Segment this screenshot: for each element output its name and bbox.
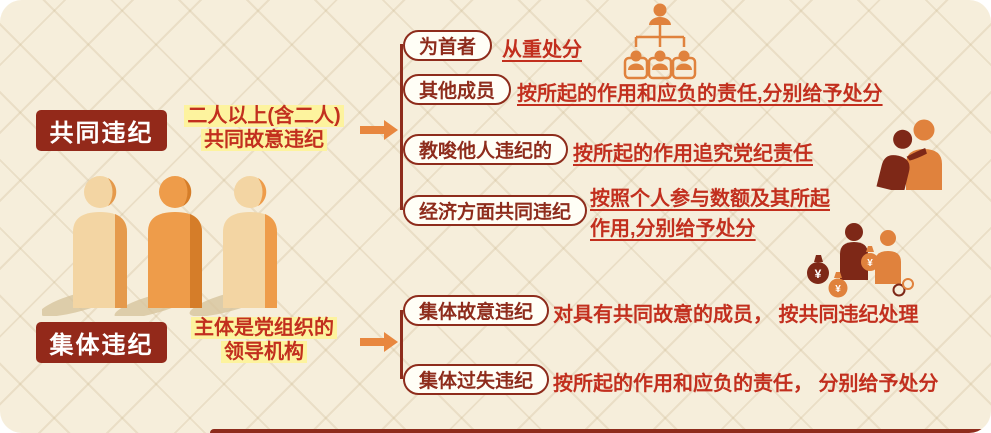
pill-instigator: 教唆他人违纪的 bbox=[403, 134, 569, 165]
joint-violation-note: 二人以上(含二人) 共同故意违纪 bbox=[168, 104, 360, 152]
note-line: 二人以上(含二人) bbox=[184, 105, 344, 127]
arrow-right-icon bbox=[358, 332, 398, 352]
pill-other-members: 其他成员 bbox=[403, 74, 512, 105]
arrow-head bbox=[384, 332, 398, 352]
arrow-head bbox=[384, 120, 398, 140]
desc-line: 按照个人参与数额及其所起 bbox=[590, 188, 830, 210]
arrow-shaft bbox=[360, 338, 384, 346]
bottom-accent-bar bbox=[210, 429, 991, 433]
section-label-joint-violation: 共同违纪 bbox=[36, 110, 167, 151]
branch-connector-line bbox=[400, 44, 403, 210]
note-line: 共同故意违纪 bbox=[201, 129, 327, 151]
pill-leader: 为首者 bbox=[403, 30, 493, 61]
section-label-collective-violation: 集体违纪 bbox=[36, 322, 167, 363]
svg-text:¥: ¥ bbox=[815, 267, 822, 281]
collective-violation-note: 主体是党组织的 领导机构 bbox=[168, 316, 360, 364]
arrow-right-icon bbox=[358, 120, 398, 140]
desc-line: 作用,分别给予处分 bbox=[590, 218, 756, 240]
desc-economic-joint: 按照个人参与数额及其所起 作用,分别给予处分 bbox=[590, 184, 830, 244]
section-label-text: 集体违纪 bbox=[49, 332, 154, 359]
section-label-text: 共同违纪 bbox=[49, 120, 154, 147]
note-line: 领导机构 bbox=[221, 341, 307, 363]
desc-instigator: 按所起的作用追究党纪责任 bbox=[573, 143, 813, 165]
svg-text:¥: ¥ bbox=[835, 284, 841, 295]
note-line: 主体是党组织的 bbox=[191, 317, 337, 339]
pill-economic-joint: 经济方面共同违纪 bbox=[403, 195, 588, 226]
desc-other-members: 按所起的作用和应负的责任,分别给予处分 bbox=[517, 83, 883, 105]
org-chart-icon bbox=[622, 0, 698, 89]
pill-collective-negligent: 集体过失违纪 bbox=[403, 364, 550, 395]
desc-collective-intentional: 对具有共同故意的成员， 按共同违纪处理 bbox=[553, 304, 919, 326]
three-people-icon bbox=[39, 166, 302, 321]
desc-collective-negligent: 按所起的作用和应负的责任， 分别给予处分 bbox=[553, 373, 939, 395]
branch-connector-line bbox=[400, 310, 403, 379]
money-bags-icon: ¥ ¥ ¥ bbox=[804, 220, 914, 305]
pill-collective-intentional: 集体故意违纪 bbox=[403, 295, 550, 326]
arrow-shaft bbox=[360, 126, 384, 134]
whisper-people-icon bbox=[876, 112, 946, 195]
desc-leader: 从重处分 bbox=[502, 39, 582, 61]
svg-text:¥: ¥ bbox=[867, 258, 873, 269]
